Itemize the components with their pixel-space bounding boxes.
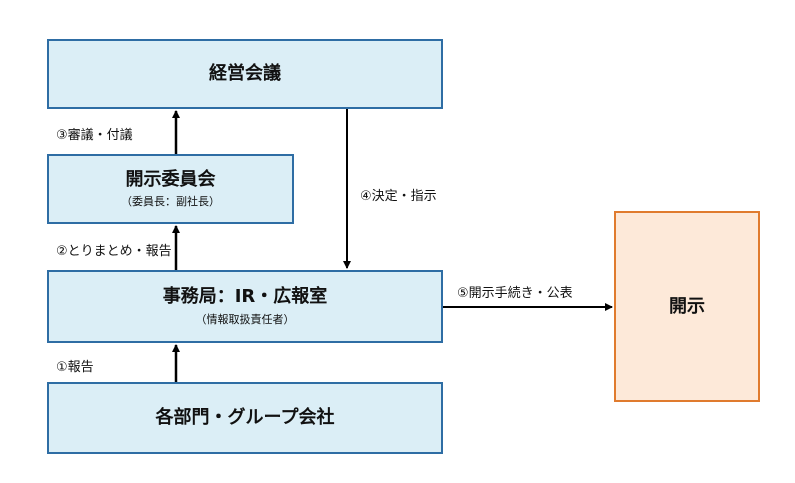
box-kakubumon: 各部門・グループ会社 [47, 382, 443, 454]
box-kaiji-title: 開示 [669, 295, 705, 317]
box-bumon-title: 各部門・グループ会社 [155, 407, 335, 429]
box-jimukyoku: 事務局：IR・広報室 （情報取扱責任者） [47, 270, 443, 343]
box-iinkai-subtitle: （委員長：副社長） [121, 195, 220, 209]
box-kaiji: 開示 [614, 211, 760, 402]
label-step1: ①報告 [56, 360, 94, 375]
label-step4: ④決定・指示 [360, 189, 437, 204]
label-step3: ③審議・付議 [56, 128, 133, 143]
box-jimu-title: 事務局：IR・広報室 [162, 286, 328, 308]
box-kaiji-iinkai: 開示委員会 （委員長：副社長） [47, 154, 294, 224]
box-keiei-kaigi: 経営会議 [47, 39, 443, 109]
box-keiei-title: 経営会議 [209, 63, 281, 85]
box-jimu-subtitle: （情報取扱責任者） [195, 312, 295, 326]
label-step2: ②とりまとめ・報告 [56, 244, 172, 259]
box-iinkai-title: 開示委員会 [125, 168, 216, 190]
label-step5: ⑤開示手続き・公表 [457, 286, 573, 301]
